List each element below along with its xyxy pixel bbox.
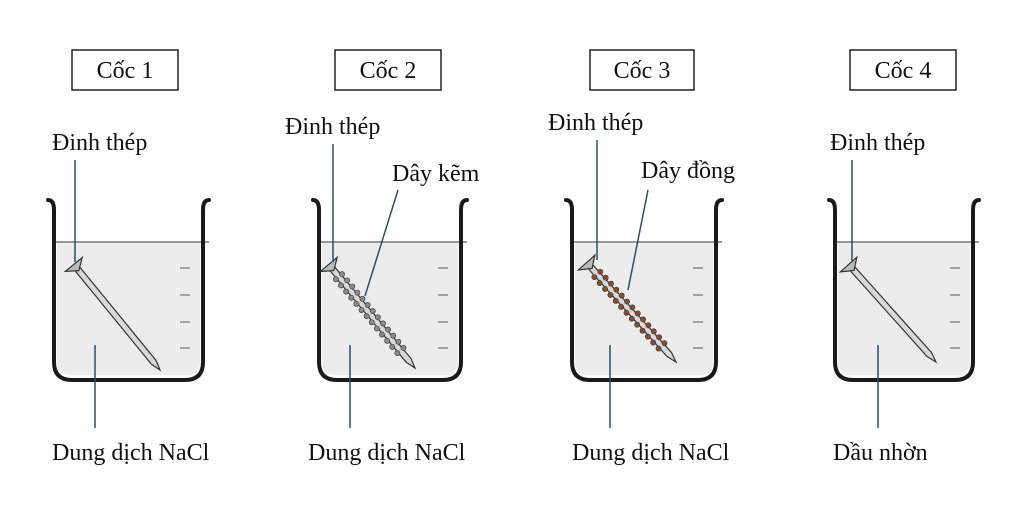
beaker-title: Cốc 3: [614, 58, 671, 84]
nail-label: Đinh thép: [830, 130, 925, 156]
wire-coil-turn: [656, 334, 663, 341]
wire-coil-turn: [354, 289, 361, 296]
wire-coil-turn: [379, 331, 385, 338]
wire-coil-turn: [359, 295, 366, 302]
wire-coil-turn: [645, 322, 652, 329]
wire-coil-turn: [597, 268, 604, 275]
wire-coil-turn: [353, 300, 360, 307]
wire-coil-turn: [390, 332, 397, 339]
wire-coil-turn: [400, 345, 407, 351]
wire-coil-turn: [612, 297, 619, 304]
liquid: [838, 242, 970, 375]
beaker-title-box: [849, 49, 957, 91]
nail-label: Đinh thép: [285, 114, 380, 140]
wire-coil-turn: [368, 319, 375, 326]
wire-coil-turn: [623, 309, 630, 316]
wire-coil-turn: [650, 339, 657, 346]
wire-coil-turn: [602, 274, 609, 281]
liquid: [575, 242, 713, 375]
nail-head: [576, 253, 596, 271]
beaker-title: Cốc 1: [97, 58, 154, 84]
beaker-title: Cốc 4: [875, 58, 932, 84]
wire-coil-turn: [634, 310, 641, 317]
wire-coil-turn: [339, 271, 345, 278]
wire-coil-turn: [624, 298, 630, 305]
wire-coil-turn: [349, 283, 356, 290]
liquid-label: Dầu nhờn: [833, 440, 928, 466]
beaker-outline: [46, 198, 211, 382]
wire-coil-turn: [640, 316, 646, 323]
wire-coil-turn: [338, 282, 344, 289]
beaker-title-box: [71, 49, 179, 91]
wire-coil-turn: [348, 294, 355, 301]
wire-coil-turn: [374, 314, 381, 321]
liquid-label: Dung dịch NaCl: [52, 440, 210, 466]
nail-head: [63, 255, 84, 273]
wire-coil-turn: [655, 345, 662, 352]
wire-coil-turn: [385, 326, 392, 333]
wire-coil-turn: [608, 280, 614, 287]
wire-coil-turn: [384, 337, 391, 344]
beaker-outline: [311, 198, 469, 382]
wire-coil-turn: [618, 292, 625, 299]
wire-coil-turn: [629, 304, 636, 311]
liquid-label: Dung dịch NaCl: [572, 440, 730, 466]
liquid-label: Dung dịch NaCl: [308, 440, 466, 466]
wire-coil-turn: [380, 320, 386, 327]
wire-coil-turn: [364, 302, 371, 308]
beaker-title-box: [589, 49, 695, 91]
wire-coil-turn: [613, 286, 620, 293]
wire-coil-turn: [389, 344, 396, 350]
beaker-outline: [564, 198, 724, 382]
wire-leader-line: [364, 189, 399, 297]
wire-coil-turn: [369, 308, 376, 314]
liquid: [57, 242, 200, 375]
wire-coil-turn: [591, 274, 598, 280]
wire-coil-turn: [618, 303, 625, 310]
beaker-title: Cốc 2: [360, 58, 417, 84]
wire-coil-turn: [607, 292, 614, 298]
liquid: [322, 242, 458, 375]
beaker-title-box: [334, 49, 442, 91]
wire-coil-turn: [634, 321, 641, 328]
wire-coil-turn: [373, 325, 380, 332]
wire-coil-turn: [661, 340, 668, 347]
wire-coil-turn: [358, 307, 365, 313]
wire-coil-turn: [344, 277, 351, 284]
beaker-outline: [827, 198, 981, 382]
wire-coil-turn: [644, 333, 651, 340]
nail-label: Đinh thép: [52, 130, 147, 156]
wire-coil-turn: [602, 286, 608, 292]
wire-coil-turn: [395, 338, 402, 345]
nail-head: [838, 255, 858, 273]
nail-label: Đinh thép: [548, 110, 643, 136]
wire-coil-turn: [332, 276, 339, 283]
wire-label: Dây kẽm: [392, 161, 480, 187]
wire-coil-turn: [394, 350, 401, 356]
wire-label: Dây đồng: [641, 158, 735, 184]
wire-coil-turn: [628, 315, 635, 322]
wire-leader-line: [627, 189, 649, 291]
wire-coil-turn: [639, 327, 646, 334]
wire-coil-turn: [343, 288, 350, 295]
wire-coil-turn: [650, 328, 657, 335]
wire-coil-turn: [363, 313, 370, 320]
wire-coil-turn: [596, 280, 603, 286]
